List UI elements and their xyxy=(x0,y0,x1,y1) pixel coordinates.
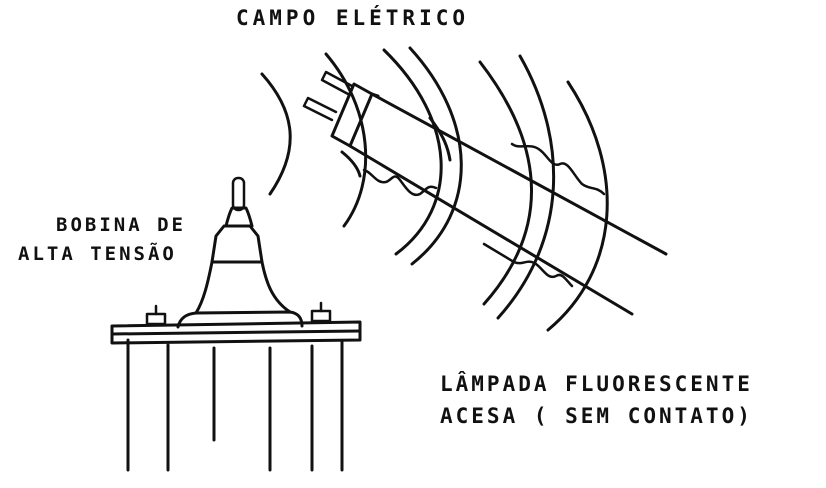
field-arc-3 xyxy=(384,50,441,254)
coil-body xyxy=(128,340,342,470)
lamp-pins xyxy=(304,72,352,120)
high-voltage-coil xyxy=(112,178,360,470)
field-arc-8 xyxy=(342,152,360,176)
field-arc-6 xyxy=(498,56,554,318)
lamp-label-line1: LÂMPADA FLUORESCENTE xyxy=(440,372,753,396)
electric-field-label: CAMPO ELÉTRICO xyxy=(236,6,470,30)
lamp-label-line2: ACESA ( SEM CONTATO) xyxy=(440,404,753,428)
coil-terminal-screws xyxy=(147,303,330,324)
field-arc-5 xyxy=(480,62,532,304)
lamp-glow xyxy=(364,144,604,286)
field-arc-9 xyxy=(430,118,450,160)
electric-field-arcs xyxy=(262,48,607,330)
field-arc-1 xyxy=(262,74,290,194)
field-arc-7 xyxy=(548,82,607,330)
coil-top-plate xyxy=(112,322,360,343)
lamp-tube xyxy=(350,94,666,314)
field-arc-4 xyxy=(410,48,461,264)
coil-label-line2: ALTA TENSÃO xyxy=(18,243,177,265)
coil-hv-terminal xyxy=(233,178,244,210)
coil-tower xyxy=(178,208,302,327)
coil-label-line1: BOBINA DE xyxy=(56,214,186,236)
field-arc-2 xyxy=(326,54,366,226)
